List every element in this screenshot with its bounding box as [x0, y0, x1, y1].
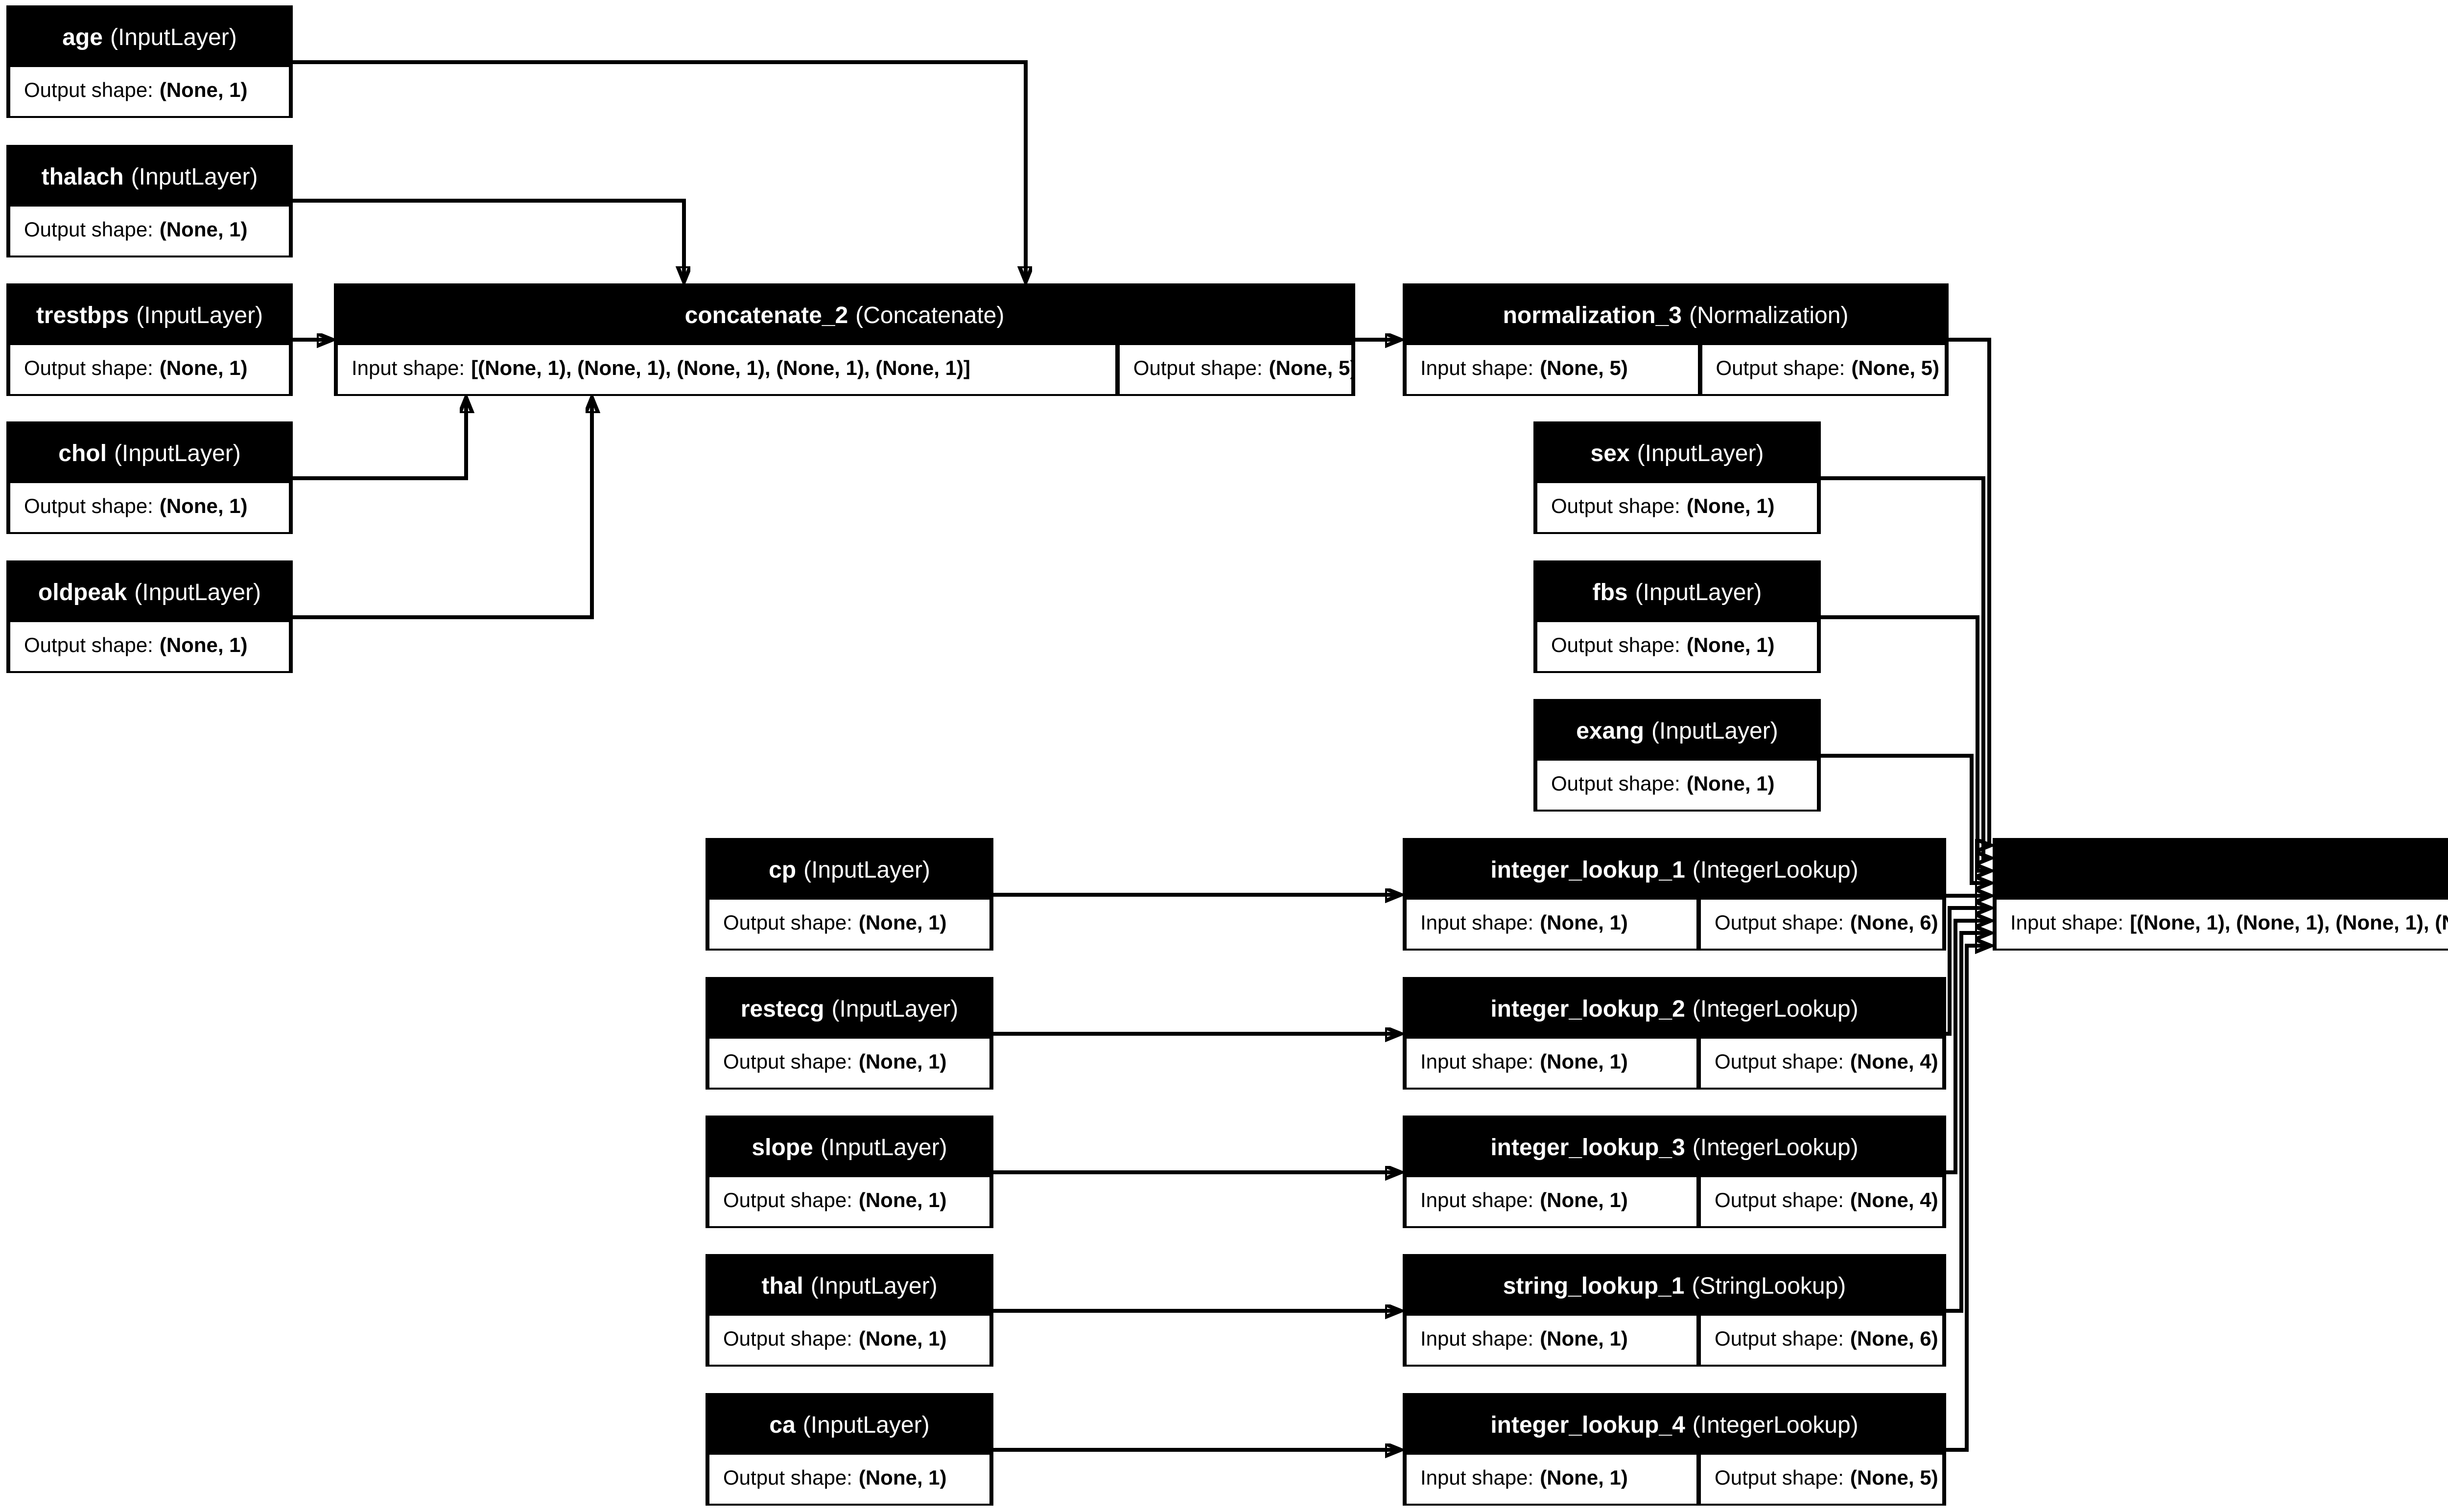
layer-slope-title: slope(InputLayer)	[752, 1134, 947, 1161]
layer-integer-lookup-4: integer_lookup_4(IntegerLookup) Input sh…	[1403, 1393, 1946, 1506]
layer-thalach: thalach(InputLayer) Output shape:(None, …	[6, 145, 293, 257]
layer-chol-output-shape: Output shape:(None, 1)	[10, 483, 289, 532]
layer-concatenate-3: concatenate_3(Concatenate) Input shape:[…	[1993, 838, 2448, 951]
layer-integer-lookup-1-input-shape: Input shape:(None, 1)	[1407, 900, 1697, 949]
layer-normalization-3-title: normalization_3(Normalization)	[1503, 302, 1849, 328]
layer-string-lookup-1-title: string_lookup_1(StringLookup)	[1503, 1273, 1846, 1299]
layer-normalization-3-input-shape: Input shape:(None, 5)	[1407, 345, 1698, 394]
layer-integer-lookup-3-input-shape: Input shape:(None, 1)	[1407, 1177, 1697, 1226]
layer-age-output-shape: Output shape:(None, 1)	[10, 67, 289, 116]
layer-oldpeak-title: oldpeak(InputLayer)	[38, 579, 261, 605]
layer-trestbps-output-shape: Output shape:(None, 1)	[10, 345, 289, 394]
layer-exang: exang(InputLayer) Output shape:(None, 1)	[1533, 699, 1821, 812]
layer-age: age(InputLayer) Output shape:(None, 1)	[6, 5, 293, 118]
layer-ca-output-shape: Output shape:(None, 1)	[709, 1455, 989, 1504]
layer-sex-title: sex(InputLayer)	[1590, 440, 1764, 466]
layer-slope: slope(InputLayer) Output shape:(None, 1)	[706, 1116, 993, 1228]
layer-age-title: age(InputLayer)	[62, 24, 237, 50]
layer-trestbps: trestbps(InputLayer) Output shape:(None,…	[6, 283, 293, 396]
layer-integer-lookup-1: integer_lookup_1(IntegerLookup) Input sh…	[1403, 838, 1946, 951]
layer-exang-title: exang(InputLayer)	[1576, 718, 1778, 744]
edge-fbs-to-concatenate_3	[1821, 615, 1990, 871]
layer-thal: thal(InputLayer) Output shape:(None, 1)	[706, 1254, 993, 1367]
layer-oldpeak: oldpeak(InputLayer) Output shape:(None, …	[6, 560, 293, 673]
layer-integer-lookup-3: integer_lookup_3(IntegerLookup) Input sh…	[1403, 1116, 1946, 1228]
edge-string_lookup_1-to-concatenate_3	[1946, 933, 1990, 1313]
layer-slope-output-shape: Output shape:(None, 1)	[709, 1177, 989, 1226]
layer-restecg: restecg(InputLayer) Output shape:(None, …	[706, 977, 993, 1090]
edge-sex-to-concatenate_3	[1821, 476, 1990, 858]
layer-sex-output-shape: Output shape:(None, 1)	[1537, 483, 1817, 532]
layer-cp: cp(InputLayer) Output shape:(None, 1)	[706, 838, 993, 951]
layer-cp-title: cp(InputLayer)	[769, 857, 930, 883]
layer-integer-lookup-4-title: integer_lookup_4(IntegerLookup)	[1490, 1412, 1859, 1438]
layer-fbs: fbs(InputLayer) Output shape:(None, 1)	[1533, 560, 1821, 673]
layer-integer-lookup-4-input-shape: Input shape:(None, 1)	[1407, 1455, 1697, 1504]
layer-string-lookup-1-input-shape: Input shape:(None, 1)	[1407, 1316, 1697, 1365]
layer-integer-lookup-2-title: integer_lookup_2(IntegerLookup)	[1490, 996, 1859, 1022]
layer-integer-lookup-3-title: integer_lookup_3(IntegerLookup)	[1490, 1134, 1859, 1161]
layer-oldpeak-output-shape: Output shape:(None, 1)	[10, 622, 289, 671]
edge-exang-to-concatenate_3	[1821, 754, 1990, 883]
layer-cp-output-shape: Output shape:(None, 1)	[709, 900, 989, 949]
layer-exang-output-shape: Output shape:(None, 1)	[1537, 761, 1817, 810]
layer-integer-lookup-2: integer_lookup_2(IntegerLookup) Input sh…	[1403, 977, 1946, 1090]
edge-integer_lookup_3-to-concatenate_3	[1946, 921, 1990, 1174]
layer-concatenate-2-title: concatenate_2(Concatenate)	[684, 302, 1005, 328]
layer-string-lookup-1-output-shape: Output shape:(None, 6)	[1701, 1316, 1942, 1365]
layer-fbs-title: fbs(InputLayer)	[1592, 579, 1762, 605]
layer-integer-lookup-1-title: integer_lookup_1(IntegerLookup)	[1490, 857, 1859, 883]
edge-thalach-to-concatenate_2	[293, 199, 684, 281]
layer-integer-lookup-3-output-shape: Output shape:(None, 4)	[1701, 1177, 1942, 1226]
layer-fbs-output-shape: Output shape:(None, 1)	[1537, 622, 1817, 671]
edge-normalization_3-to-concatenate_3	[1949, 338, 1990, 845]
layer-thal-output-shape: Output shape:(None, 1)	[709, 1316, 989, 1365]
layer-trestbps-title: trestbps(InputLayer)	[36, 302, 263, 328]
layer-concatenate-2: concatenate_2(Concatenate) Input shape:[…	[334, 283, 1355, 396]
layer-chol: chol(InputLayer) Output shape:(None, 1)	[6, 421, 293, 534]
layer-concatenate-3-title: concatenate_3(Concatenate)	[1993, 838, 2448, 900]
layer-sex: sex(InputLayer) Output shape:(None, 1)	[1533, 421, 1821, 534]
edge-integer_lookup_2-to-concatenate_3	[1946, 908, 1990, 1036]
edge-age-to-concatenate_2	[293, 60, 1026, 281]
layer-integer-lookup-4-output-shape: Output shape:(None, 5)	[1701, 1455, 1942, 1504]
layer-integer-lookup-1-output-shape: Output shape:(None, 6)	[1701, 900, 1942, 949]
layer-integer-lookup-2-output-shape: Output shape:(None, 4)	[1701, 1039, 1942, 1088]
layer-restecg-title: restecg(InputLayer)	[740, 996, 959, 1022]
layer-ca: ca(InputLayer) Output shape:(None, 1)	[706, 1393, 993, 1506]
layer-thalach-title: thalach(InputLayer)	[41, 163, 258, 190]
layer-restecg-output-shape: Output shape:(None, 1)	[709, 1039, 989, 1088]
edge-oldpeak-to-concatenate_2	[293, 398, 592, 619]
layer-normalization-3: normalization_3(Normalization) Input sha…	[1403, 283, 1949, 396]
edge-chol-to-concatenate_2	[293, 398, 466, 480]
layer-concatenate-2-output-shape: Output shape:(None, 5)	[1119, 345, 1351, 394]
layer-normalization-3-output-shape: Output shape:(None, 5)	[1702, 345, 1945, 394]
layer-concatenate-3-input-shape: Input shape:[(None, 1), (None, 1), (None…	[1997, 900, 2448, 949]
layer-chol-title: chol(InputLayer)	[58, 440, 241, 466]
layer-integer-lookup-2-input-shape: Input shape:(None, 1)	[1407, 1039, 1697, 1088]
layer-thal-title: thal(InputLayer)	[761, 1273, 938, 1299]
layer-thalach-output-shape: Output shape:(None, 1)	[10, 207, 289, 256]
layer-ca-title: ca(InputLayer)	[769, 1412, 930, 1438]
layer-concatenate-2-input-shape: Input shape:[(None, 1), (None, 1), (None…	[338, 345, 1115, 394]
edge-integer_lookup_4-to-concatenate_3	[1946, 946, 1990, 1452]
layer-string-lookup-1: string_lookup_1(StringLookup) Input shap…	[1403, 1254, 1946, 1367]
